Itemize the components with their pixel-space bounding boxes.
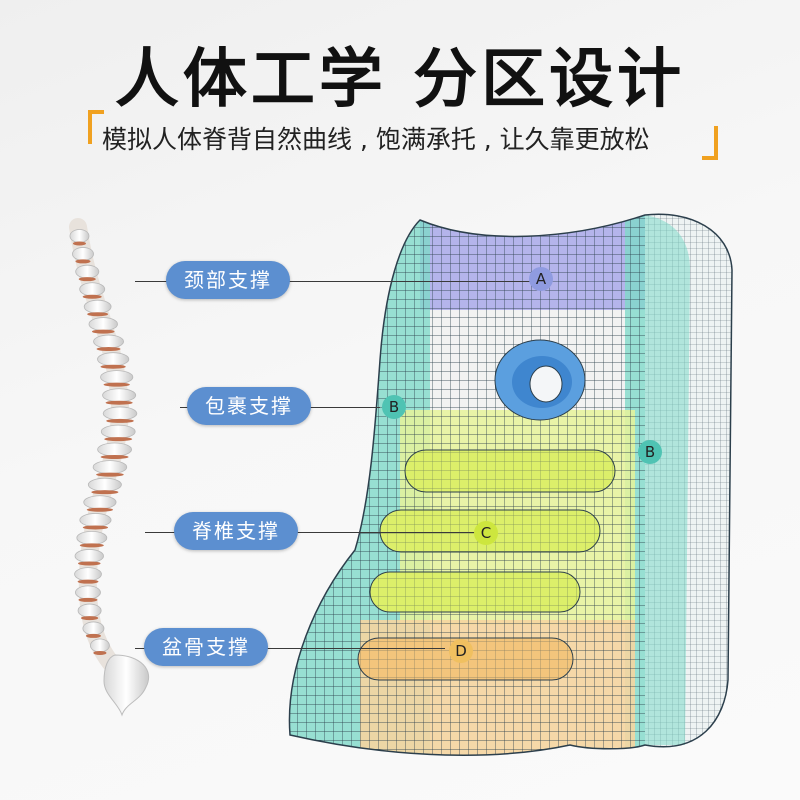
vertebra: [72, 247, 94, 261]
zone-b-marker-right: B: [638, 440, 662, 464]
vertebra: [97, 442, 132, 457]
vertebra: [76, 530, 108, 545]
vertebra: [79, 282, 106, 297]
spinal-disc: [103, 382, 130, 387]
vertebra: [69, 229, 90, 243]
vertebra: [83, 495, 117, 510]
leader-line-spine: [145, 532, 475, 533]
spinal-disc: [93, 650, 107, 655]
spinal-disc: [91, 490, 119, 495]
vertebra: [79, 513, 112, 527]
left-bracket-decoration: [88, 110, 104, 144]
leader-line-pelvis: [135, 648, 445, 649]
vertebra: [75, 264, 100, 279]
vertebra: [74, 567, 102, 582]
spinal-disc: [87, 312, 109, 317]
spinal-disc: [75, 259, 91, 264]
vertebra: [75, 585, 101, 600]
spinal-disc: [104, 437, 133, 442]
spinal-disc: [106, 418, 134, 423]
spine-illustration: [69, 218, 150, 717]
spinal-disc: [78, 277, 96, 282]
vertebra: [88, 317, 118, 331]
vertebra: [87, 477, 122, 492]
spinal-disc: [96, 347, 121, 352]
spinal-disc: [81, 616, 99, 621]
vertebra: [77, 603, 102, 618]
zone-a-marker: A: [529, 267, 553, 291]
vertebra: [100, 370, 134, 385]
vertebra: [102, 406, 138, 421]
spine-support-label: 脊椎支撑: [174, 512, 298, 550]
vertebra: [92, 460, 128, 475]
zone-c-marker: C: [474, 521, 498, 545]
zone-d-marker: D: [449, 639, 473, 663]
spinal-disc: [82, 525, 109, 530]
zone-b-marker-left: B: [382, 395, 406, 419]
right-bracket-decoration: [702, 126, 718, 160]
vertebra: [93, 334, 124, 349]
spinal-disc: [72, 241, 87, 246]
leader-line-neck: [135, 281, 530, 282]
vertebra: [97, 352, 130, 367]
wrap-support-label: 包裹支撑: [187, 387, 311, 425]
vertebra: [83, 299, 112, 314]
subtitle-frame: 模拟人体脊背自然曲线 , 饱满承托 , 让久靠更放松: [88, 110, 718, 160]
vertebra: [100, 424, 136, 439]
spinal-disc: [91, 329, 115, 334]
spinal-disc: [100, 364, 126, 369]
spinal-disc: [77, 579, 99, 584]
spinal-disc: [86, 507, 114, 512]
spinal-disc: [78, 561, 101, 566]
page-title: 人体工学 分区设计: [114, 43, 686, 117]
spinal-disc: [79, 543, 104, 548]
spinal-disc: [105, 400, 133, 405]
spinal-disc: [96, 472, 124, 477]
neck-support-label: 颈部支撑: [166, 261, 290, 299]
vertebra: [74, 549, 104, 563]
pelvis-support-label: 盆骨支撑: [144, 628, 268, 666]
pillow-wireframe-illustration: [288, 213, 733, 756]
spinal-disc: [82, 294, 102, 299]
spinal-disc: [78, 597, 98, 602]
vertebra: [102, 388, 137, 403]
subtitle: 模拟人体脊背自然曲线 , 饱满承托 , 让久靠更放松: [102, 125, 650, 154]
vertebra: [82, 621, 105, 636]
vertebra: [89, 638, 110, 653]
spinal-disc: [100, 454, 129, 459]
spinal-disc: [85, 633, 101, 638]
